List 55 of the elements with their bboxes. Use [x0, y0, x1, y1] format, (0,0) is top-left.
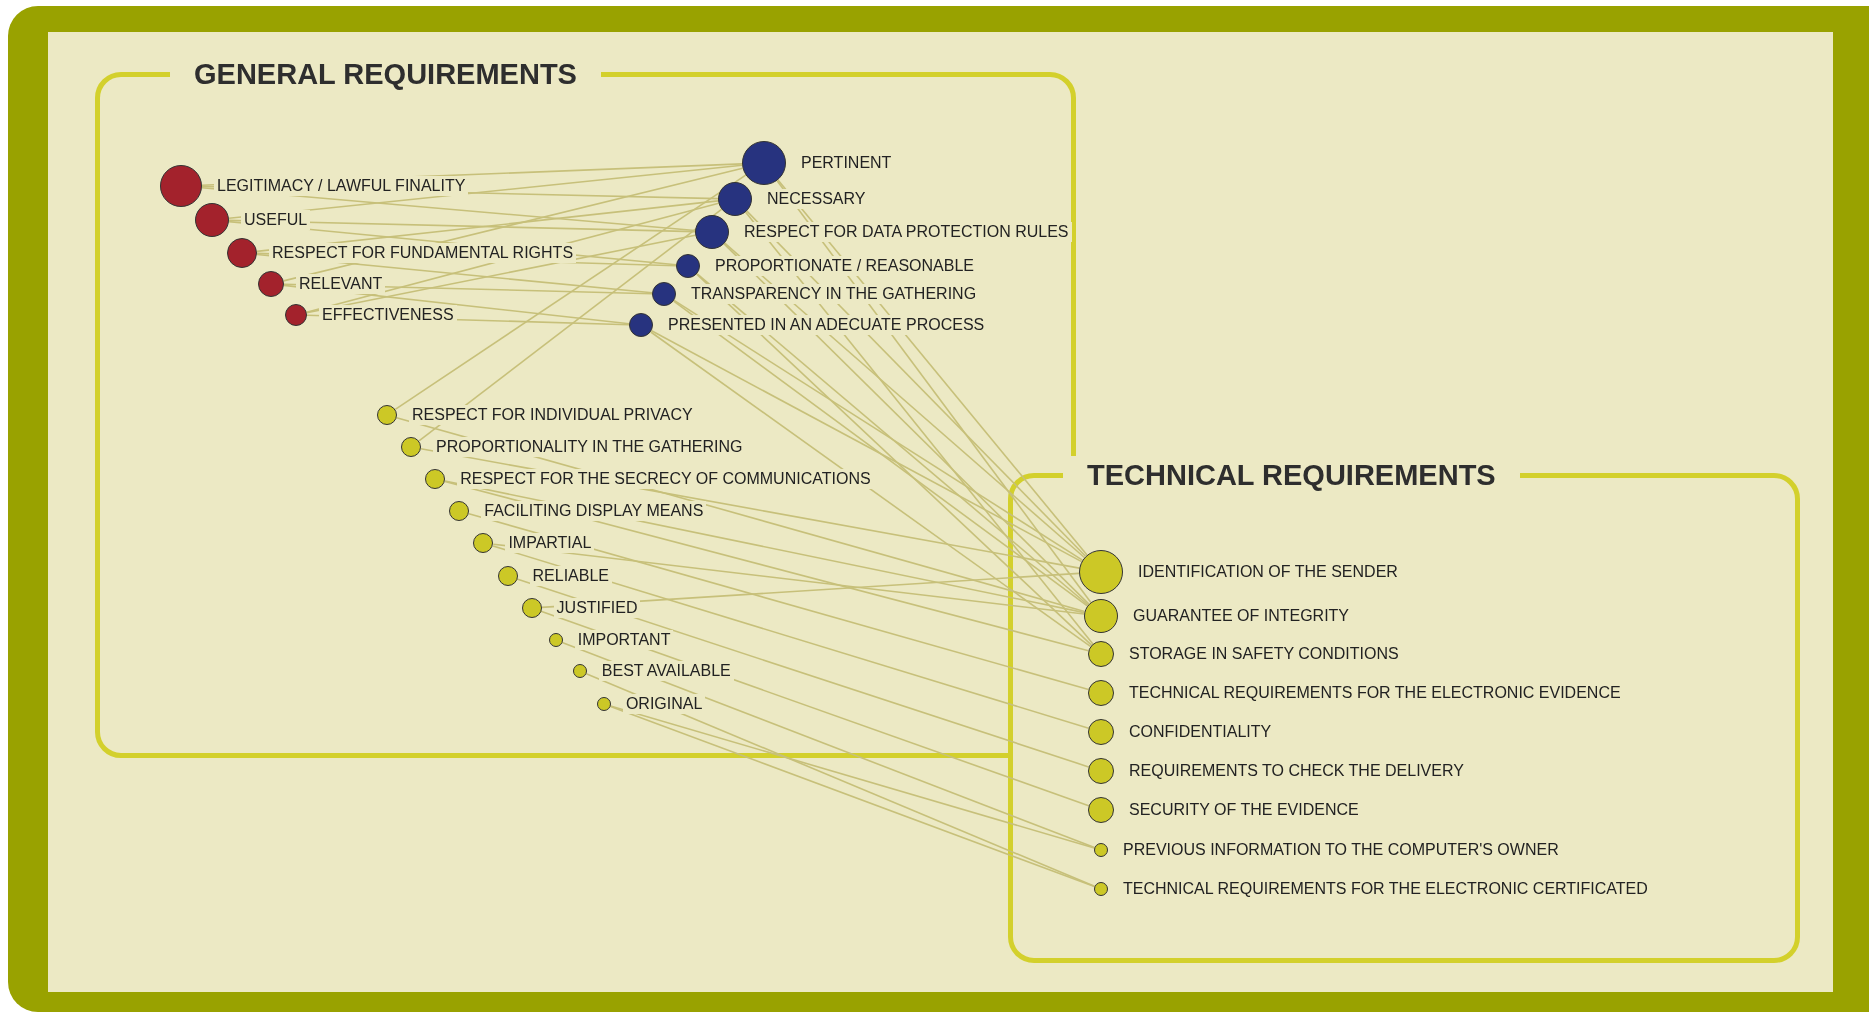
circle-marker [1079, 550, 1123, 594]
connector-line [256, 200, 719, 253]
connector-line [540, 610, 1090, 807]
group-title: TECHNICAL REQUIREMENTS [1063, 456, 1520, 494]
requirement-label: IMPORTANT [574, 630, 674, 650]
circle-marker [1094, 882, 1108, 896]
connector-line [283, 284, 630, 325]
connector-line [468, 512, 1090, 691]
requirement-label: RELEVANT [296, 274, 386, 294]
circle-marker [1084, 599, 1118, 633]
connector-line [673, 299, 1084, 561]
requirement-label: LEGITIMACY / LAWFUL FINALITY [214, 176, 469, 196]
circle-marker [1088, 680, 1114, 706]
connector-line [201, 163, 743, 186]
connector-line [540, 572, 1080, 609]
requirement-label: RESPECT FOR THE SECRECY OF COMMUNICATIONS [457, 469, 874, 489]
connector-line [744, 211, 1094, 645]
circle-marker [1094, 843, 1108, 857]
connector-line [444, 480, 1086, 614]
requirement-label: ORIGINAL [622, 694, 706, 714]
connector-line [585, 672, 1096, 888]
circle-marker [1088, 797, 1114, 823]
circle-marker [1088, 719, 1114, 745]
connector-line [306, 314, 630, 326]
requirement-label: JUSTIFIED [553, 598, 641, 618]
requirement-label: BEST AVAILABLE [598, 661, 734, 681]
connector-line [609, 705, 1096, 888]
connector-line [444, 480, 1090, 652]
connector-line [492, 543, 1085, 615]
connector-line [609, 705, 1096, 849]
connector-line [650, 331, 1092, 648]
connector-line [650, 329, 1083, 563]
connector-line [394, 174, 747, 411]
connector-line [492, 545, 1090, 729]
connector-line [305, 202, 720, 313]
connector-line [561, 641, 1096, 849]
requirement-label: RESPECT FOR FUNDAMENTAL RIGHTS [269, 243, 577, 263]
connector-line [283, 283, 653, 295]
connector-line [516, 578, 1090, 768]
requirement-label: USEFUL [241, 210, 311, 230]
connector-line [282, 167, 744, 282]
connector-line [306, 234, 697, 314]
requirement-label: FACILITING DISPLAY MEANS [481, 501, 707, 521]
connector-line [228, 219, 696, 233]
requirement-label: RELIABLE [529, 566, 612, 586]
circle-marker [1088, 641, 1114, 667]
connector-line [420, 448, 1081, 569]
connector-line [256, 253, 653, 294]
connector-line [395, 416, 1086, 613]
requirement-label: RESPECT FOR INDIVIDUAL PRIVACY [409, 405, 696, 425]
connector-line [418, 208, 723, 442]
circle-marker [1088, 758, 1114, 784]
connector-line [201, 187, 696, 232]
connector-line [228, 164, 743, 220]
requirement-label: IMPARTIAL [505, 533, 595, 553]
